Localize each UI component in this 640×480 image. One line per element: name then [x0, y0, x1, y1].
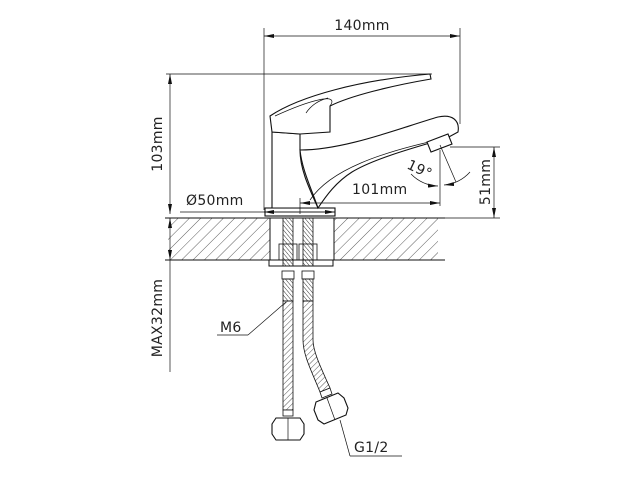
dim-base-diameter-label: Ø50mm [186, 193, 244, 209]
dim-spout-clearance-label: 51mm [478, 159, 494, 205]
handle-lever [269, 73, 432, 135]
hose-right [302, 300, 331, 393]
dim-spout-clearance: 51mm [420, 146, 500, 219]
callout-g12-label: G1/2 [354, 440, 389, 456]
dim-spout-angle-label: 19° [404, 157, 434, 182]
stud-left [282, 217, 294, 267]
callout-g12: G1/2 [339, 419, 402, 457]
dim-spout-reach-label: 101mm [352, 182, 408, 198]
handle-lever-edge [274, 98, 333, 117]
hose-left [282, 300, 294, 411]
dim-countertop-label: MAX32mm [150, 279, 166, 357]
dim-spout-angle: 19° [404, 144, 471, 188]
handle-highlight [305, 97, 329, 114]
clamp-plate [268, 259, 334, 267]
aerator [426, 133, 453, 153]
spout [299, 115, 459, 210]
dim-spout-reach: 101mm [299, 150, 441, 214]
stud-right [302, 217, 314, 267]
dim-height-label: 103mm [150, 116, 166, 172]
countertop-section [165, 217, 445, 261]
dim-base-diameter: Ø50mm [180, 193, 335, 214]
dim-width-label: 140mm [334, 18, 390, 34]
dim-countertop: MAX32mm [150, 218, 172, 372]
spout-inner-line [309, 137, 448, 201]
dim-height: 103mm [150, 73, 432, 214]
dim-width: 140mm [263, 18, 461, 210]
callout-m6: M6 [217, 301, 287, 336]
nut-left [278, 243, 298, 261]
callout-m6-label: M6 [220, 320, 242, 336]
nut-right [298, 243, 318, 261]
mounting-studs-and-hoses [268, 217, 349, 441]
